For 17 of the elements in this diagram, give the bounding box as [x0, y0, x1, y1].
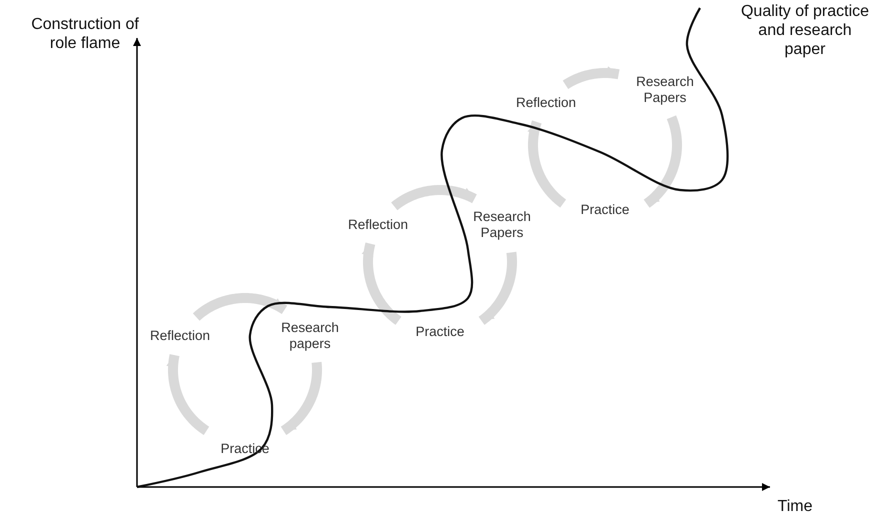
stage-label: Research papers [280, 320, 340, 352]
cycle-arrow [642, 114, 682, 208]
stage-label: Reflection [514, 94, 578, 112]
stage-label: Practice [580, 202, 630, 218]
stage-label: Research Papers [635, 74, 695, 106]
cycle-arrow [362, 240, 402, 326]
cycle-arrow [166, 351, 210, 436]
stage-label: Practice [414, 324, 466, 340]
stage-label: Reflection [148, 328, 212, 344]
cycle-arrow [527, 118, 568, 208]
stage-label: Reflection [346, 216, 410, 234]
axis-title: Construction of role flame [30, 15, 140, 54]
cycle-arrow [192, 293, 288, 322]
cycle-arrow [390, 185, 478, 211]
axis-title: Time [776, 497, 814, 516]
curve-label: Quality of practice and research paper [740, 2, 870, 60]
stage-label: Research Papers [472, 208, 532, 242]
